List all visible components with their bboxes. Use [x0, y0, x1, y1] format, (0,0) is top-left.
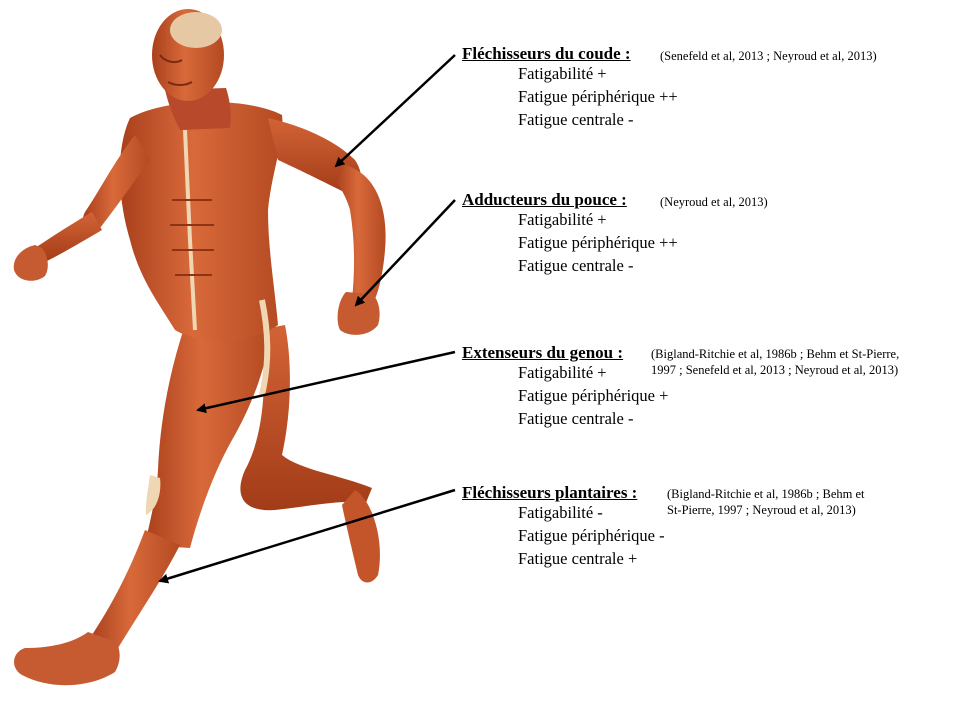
reference-line: St-Pierre, 1997 ; Neyroud et al, 2013) — [667, 502, 865, 518]
central-fatigue-line: Fatigue centrale - — [518, 108, 678, 131]
central-fatigue-line: Fatigue centrale + — [518, 547, 665, 570]
fatigability-line: Fatigabilité + — [518, 208, 678, 231]
fatigability-line: Fatigabilité - — [518, 501, 665, 524]
peripheral-fatigue-line: Fatigue périphérique + — [518, 384, 668, 407]
muscle-group-heading: Adducteurs du pouce : — [462, 190, 627, 210]
muscle-group-heading: Extenseurs du genou : — [462, 343, 623, 363]
skull-top — [170, 12, 222, 48]
reference-citation: (Bigland-Ritchie et al, 1986b ; Behm et … — [651, 346, 899, 378]
peripheral-fatigue-line: Fatigue périphérique - — [518, 524, 665, 547]
running-man-illustration — [14, 9, 386, 685]
muscle-group-plantar-flexors: Fléchisseurs plantaires : (Bigland-Ritch… — [462, 483, 952, 578]
front-shin — [90, 530, 180, 648]
reference-citation: (Senefeld et al, 2013 ; Neyroud et al, 2… — [660, 48, 877, 64]
front-thigh — [145, 325, 270, 548]
front-foot — [14, 632, 120, 685]
reference-line: 1997 ; Senefeld et al, 2013 ; Neyroud et… — [651, 362, 899, 378]
fatigability-line: Fatigabilité + — [518, 62, 678, 85]
fatigue-lines: Fatigabilité + Fatigue périphérique + Fa… — [518, 361, 668, 430]
muscle-group-heading: Fléchisseurs plantaires : — [462, 483, 637, 503]
torso — [120, 102, 283, 341]
back-foot — [342, 490, 380, 583]
muscle-group-knee-extensors: Extenseurs du genou : (Bigland-Ritchie e… — [462, 343, 957, 438]
central-fatigue-line: Fatigue centrale - — [518, 407, 668, 430]
fatigability-line: Fatigabilité + — [518, 361, 668, 384]
forearm — [335, 165, 386, 305]
muscle-group-thumb-adductors: Adducteurs du pouce : (Neyroud et al, 20… — [462, 190, 952, 285]
fatigue-lines: Fatigabilité + Fatigue périphérique ++ F… — [518, 62, 678, 131]
central-fatigue-line: Fatigue centrale - — [518, 254, 678, 277]
hand-right — [338, 292, 380, 335]
reference-citation: (Bigland-Ritchie et al, 1986b ; Behm et … — [667, 486, 865, 518]
reference-line: (Bigland-Ritchie et al, 1986b ; Behm et … — [651, 346, 899, 362]
peripheral-fatigue-line: Fatigue périphérique ++ — [518, 85, 678, 108]
muscle-group-elbow-flexors: Fléchisseurs du coude : (Senefeld et al,… — [462, 44, 952, 139]
fatigue-lines: Fatigabilité + Fatigue périphérique ++ F… — [518, 208, 678, 277]
hand-left — [14, 245, 48, 281]
arrow-elbow-flexors — [336, 55, 455, 166]
fatigue-lines: Fatigabilité - Fatigue périphérique - Fa… — [518, 501, 665, 570]
peripheral-fatigue-line: Fatigue périphérique ++ — [518, 231, 678, 254]
reference-line: (Bigland-Ritchie et al, 1986b ; Behm et — [667, 486, 865, 502]
muscle-group-heading: Fléchisseurs du coude : — [462, 44, 631, 64]
